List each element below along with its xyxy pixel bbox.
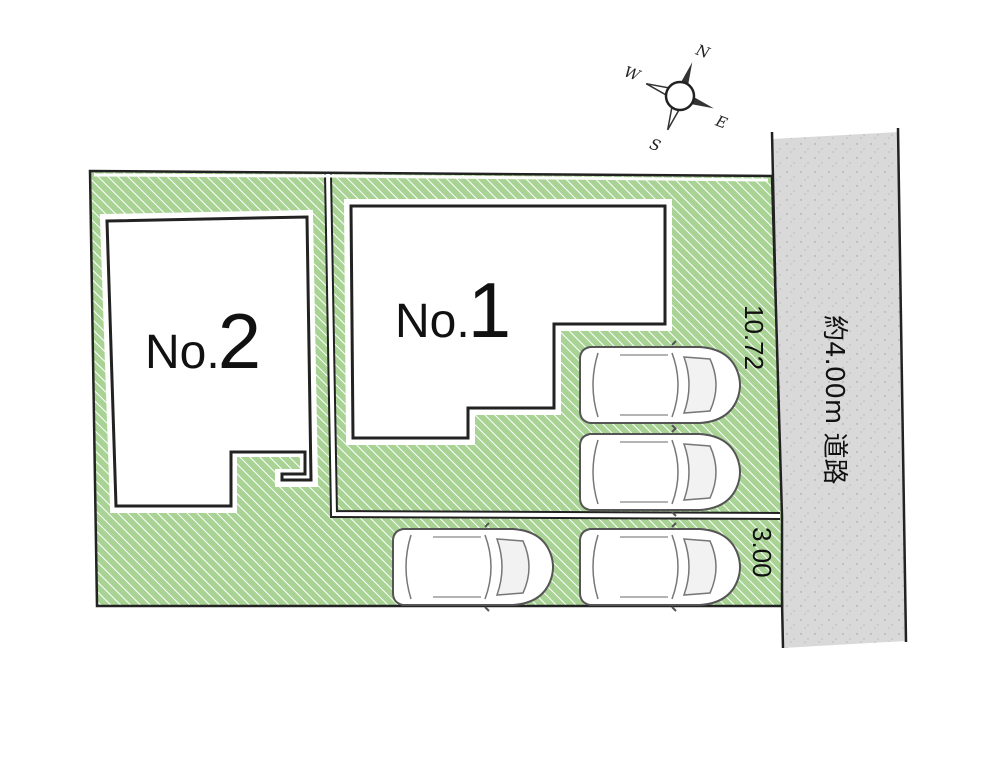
road [772,132,906,648]
building-lot-2 [99,209,319,513]
road-label: 約4.00m 道路 [819,315,849,484]
building-lot-1 [343,199,672,445]
compass-north: N [693,41,713,63]
compass-east: E [712,111,729,132]
lot-2-label: No.2 [145,297,261,385]
parking-car-3 [392,522,554,612]
compass-south: S [647,135,663,155]
lot-1-label: No.1 [395,266,511,354]
lot-division [324,173,781,520]
road-edge-right [896,127,908,643]
compass-icon [645,62,714,131]
parking-car-4 [579,522,741,612]
parking-car-1 [579,340,741,430]
frontage-dimension: 10.72 [739,305,769,370]
parking-car-2 [579,427,741,517]
compass-west: W [622,63,644,86]
driveway-dimension: 3.00 [747,527,777,578]
